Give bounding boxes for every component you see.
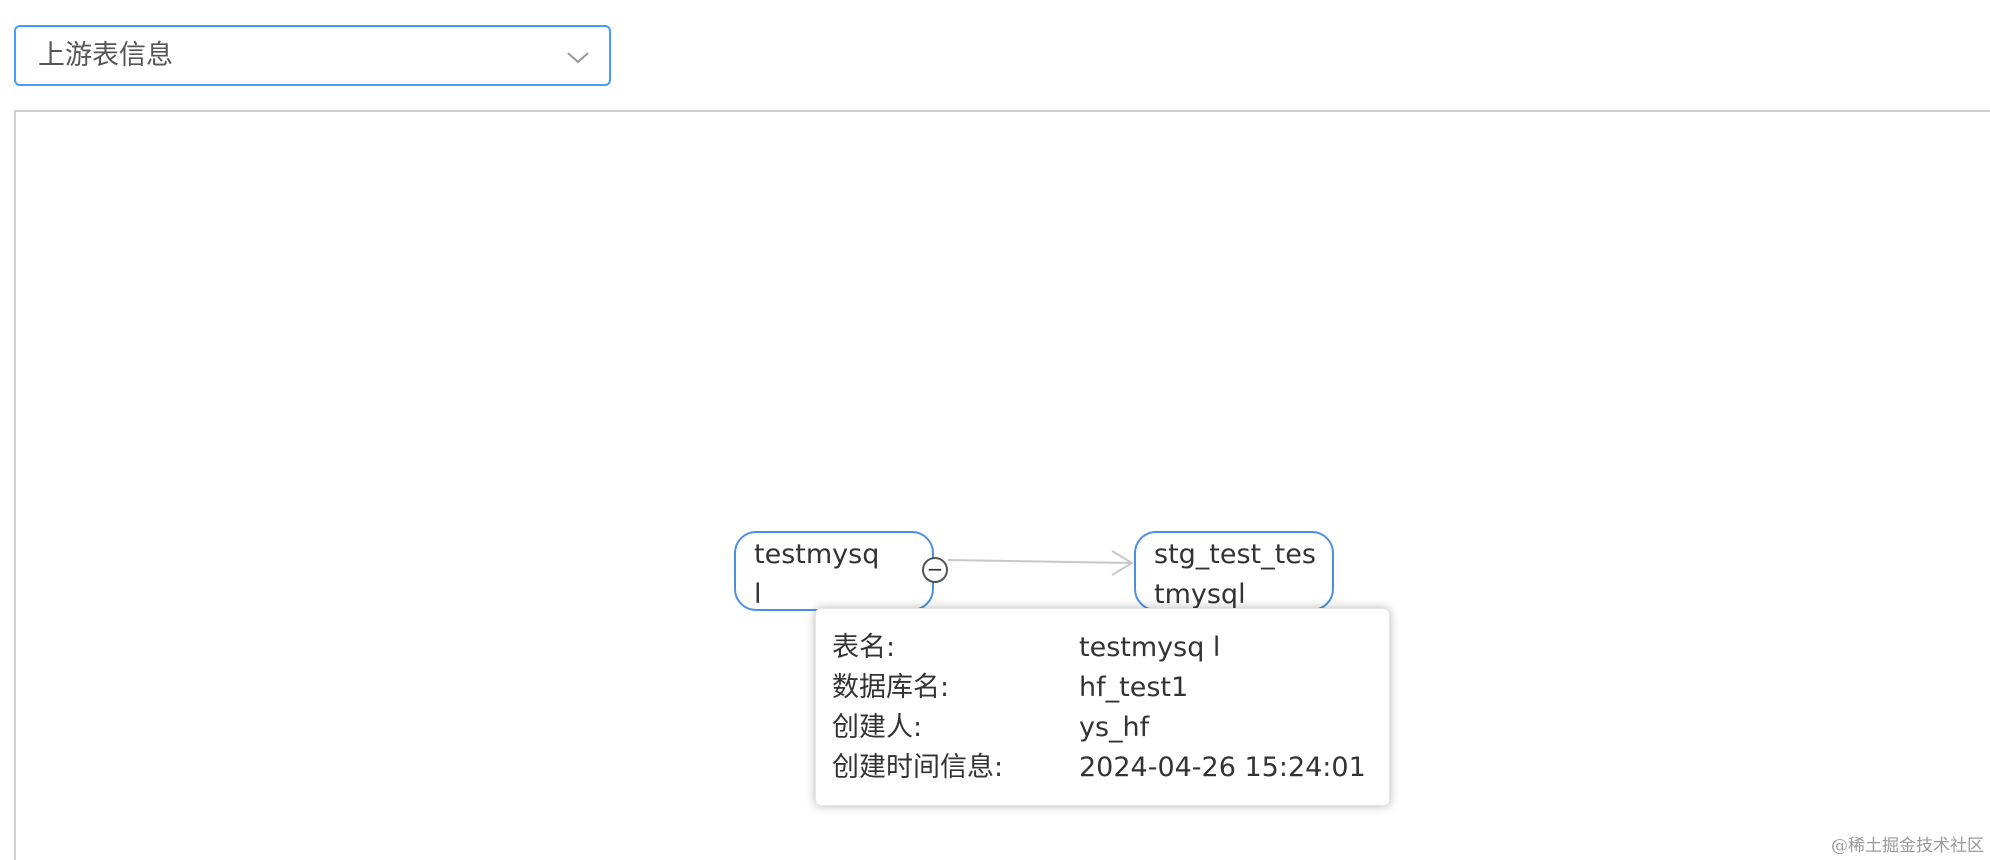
tooltip-label: 表名: (832, 632, 896, 663)
source-table-node[interactable]: testmysq l (734, 531, 934, 611)
node-label-line1: testmysq (754, 539, 880, 570)
chevron-down-icon[interactable] (564, 45, 592, 69)
node-label-line2: l (754, 579, 762, 610)
select-value: 上游表信息 (38, 40, 173, 71)
tooltip-label: 数据库名: (832, 672, 950, 703)
node-info-tooltip: 表名: testmysq l 数据库名: hf_test1 创建人: ys_hf… (815, 608, 1390, 806)
tooltip-value: 2024-04-26 15:24:01 (1079, 752, 1366, 783)
tooltip-label: 创建时间信息: (832, 752, 1004, 783)
tooltip-value: testmysq l (1079, 632, 1221, 663)
watermark: @稀土掘金技术社区 (1831, 836, 1984, 856)
tooltip-label: 创建人: (832, 712, 923, 743)
tooltip-value: ys_hf (1079, 712, 1150, 743)
tooltip-value: hf_test1 (1079, 672, 1189, 703)
target-table-node[interactable]: stg_test_tes tmysql (1134, 531, 1334, 611)
node-label-line2: tmysql (1154, 579, 1246, 610)
node-label-line1: stg_test_tes (1154, 539, 1316, 570)
minus-circle-icon[interactable]: − (922, 557, 948, 583)
upstream-table-select[interactable]: 上游表信息 (14, 25, 611, 86)
